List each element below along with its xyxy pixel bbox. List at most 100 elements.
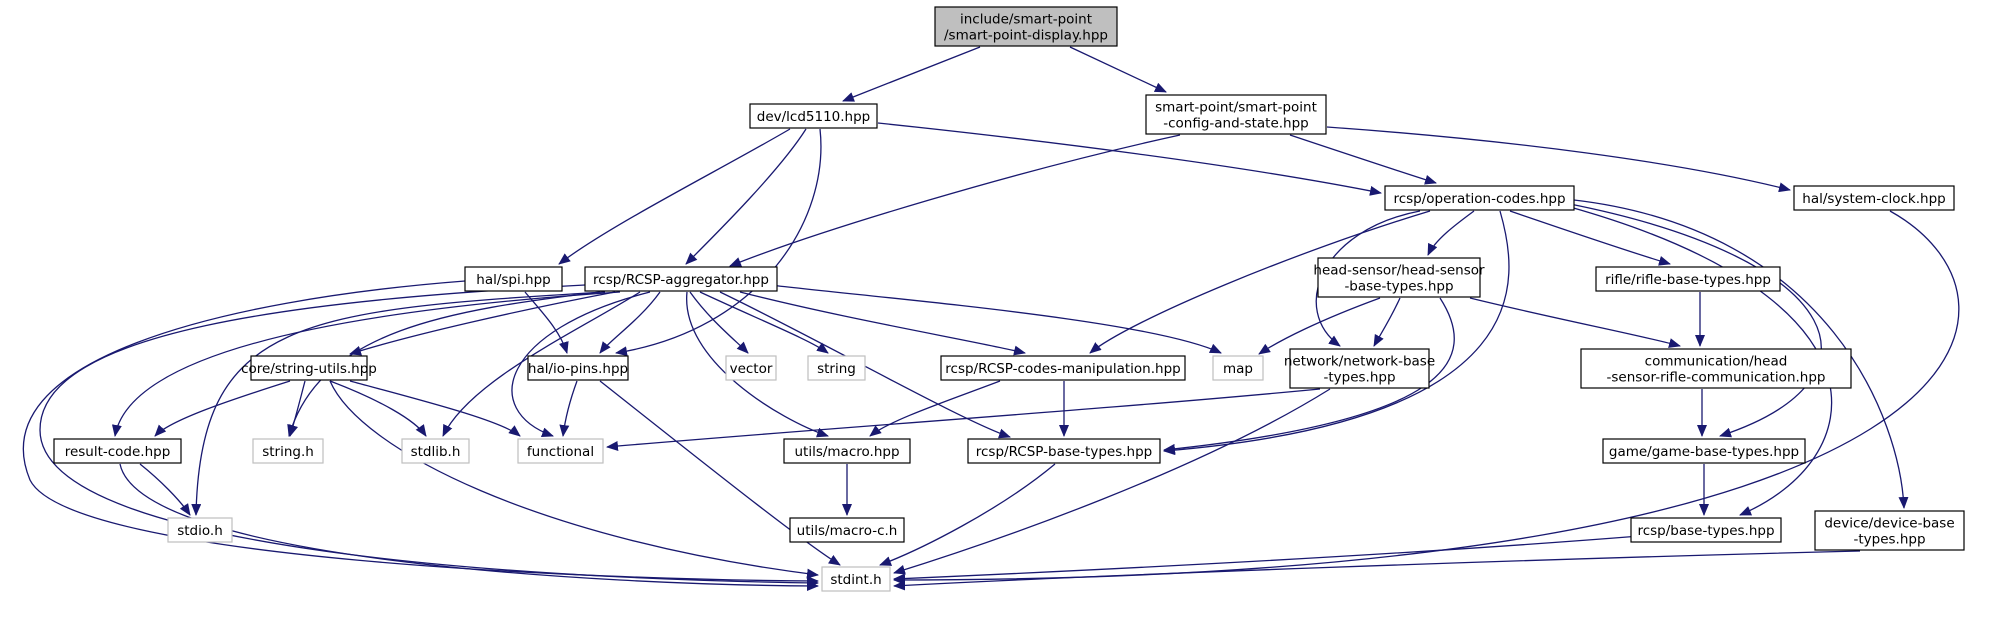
edge-agg-to-stdioh <box>191 291 606 516</box>
node-netbase[interactable]: network/network-base-types.hpp <box>1284 348 1435 389</box>
node-headsensor[interactable]: head-sensor/head-sensor-base-types.hpp <box>1313 257 1485 298</box>
node-devicebase[interactable]: device/device-base-types.hpp <box>1814 510 1965 551</box>
edge-lcd-to-agg <box>685 128 807 265</box>
node-spcfg[interactable]: smart-point/smart-point-config-and-state… <box>1145 94 1327 135</box>
node-box-stdioh <box>167 517 233 543</box>
node-label-iopins: hal/io-pins.hpp <box>528 361 628 377</box>
node-label-opcodes: rcsp/operation-codes.hpp <box>1393 191 1565 207</box>
edge-agg-to-resultcode <box>111 291 621 437</box>
node-box-lcd <box>749 103 878 129</box>
node-box-spi <box>464 266 563 292</box>
node-label-stdlibh: stdlib.h <box>411 444 461 460</box>
edge-headsensor-to-netbase <box>1373 297 1401 347</box>
node-sysclock[interactable]: hal/system-clock.hpp <box>1793 185 1955 211</box>
edge-sysclock-to-stdinth <box>893 210 1960 585</box>
node-box-vector <box>725 355 777 381</box>
node-label-netbase-2: -types.hpp <box>1323 370 1395 386</box>
node-label-macro: utils/macro.hpp <box>794 444 899 460</box>
node-stringh: string.h <box>252 438 324 464</box>
node-box-macro <box>783 438 911 464</box>
node-label-stdinth: stdint.h <box>830 572 881 588</box>
edge-netbase-to-functional <box>606 388 1321 452</box>
node-box-root <box>934 6 1118 47</box>
node-rcspbase[interactable]: rcsp/RCSP-base-types.hpp <box>967 438 1161 464</box>
node-label-strutils: core/string-utils.hpp <box>241 361 377 377</box>
node-box-netbase <box>1289 348 1430 389</box>
node-opcodes[interactable]: rcsp/operation-codes.hpp <box>1384 185 1575 211</box>
edge-opcodes-to-devicebase <box>1573 199 1909 509</box>
edge-spcfg-to-agg <box>729 134 1181 267</box>
edge-spcfg-to-opcodes <box>1289 134 1437 185</box>
file-nodes: include/smart-point/smart-point-display.… <box>53 6 1965 592</box>
node-box-map <box>1212 355 1264 381</box>
node-label-sysclock: hal/system-clock.hpp <box>1802 191 1945 207</box>
edge-root-to-lcd <box>842 46 981 102</box>
node-label-netbase-1: network/network-base <box>1284 354 1435 370</box>
edge-opcodes-to-headsensor <box>1427 210 1475 256</box>
node-agg[interactable]: rcsp/RCSP-aggregator.hpp <box>584 266 778 292</box>
dependency-edges <box>22 46 1960 591</box>
node-label-root-1: include/smart-point <box>960 12 1092 28</box>
node-resultcode[interactable]: result-code.hpp <box>53 438 182 464</box>
node-label-codesmanip: rcsp/RCSP-codes-manipulation.hpp <box>945 361 1180 377</box>
node-stdinth: stdint.h <box>821 566 891 592</box>
node-label-spi: hal/spi.hpp <box>476 272 550 288</box>
edge-devicebase-to-stdinth <box>893 550 1861 591</box>
node-label-string: string <box>817 361 856 377</box>
edge-agg-to-functional <box>511 291 651 438</box>
node-box-iopins <box>527 355 629 381</box>
edge-opcodes-to-codesmanip <box>1089 210 1431 354</box>
edge-opcodes-to-gamebase <box>1569 203 1822 438</box>
node-box-rifle <box>1595 266 1781 292</box>
edge-agg-to-stringh <box>287 291 601 437</box>
node-vector: vector <box>725 355 777 381</box>
node-root: include/smart-point/smart-point-display.… <box>934 6 1118 47</box>
node-box-devicebase <box>1814 510 1965 551</box>
edge-headsensor-to-comm <box>1469 297 1681 348</box>
edge-iopins-to-stdinth <box>599 380 841 566</box>
node-macroc[interactable]: utils/macro-c.h <box>789 517 905 543</box>
node-box-gamebase <box>1602 438 1806 464</box>
node-label-stdioh: stdio.h <box>177 523 223 539</box>
edge-opcodes-to-rifle <box>1509 210 1671 266</box>
node-basetypes[interactable]: rcsp/base-types.hpp <box>1630 517 1782 543</box>
edge-strutils-to-functional <box>349 380 521 437</box>
node-label-devicebase-1: device/device-base <box>1824 516 1954 532</box>
edge-agg-to-string <box>699 291 829 354</box>
edge-strutils-to-stdinth <box>329 380 819 579</box>
node-label-rcspbase: rcsp/RCSP-base-types.hpp <box>976 444 1152 460</box>
node-rifle[interactable]: rifle/rifle-base-types.hpp <box>1595 266 1781 292</box>
edge-rcspbase-to-stdinth <box>879 463 1056 566</box>
node-label-resultcode: result-code.hpp <box>65 444 171 460</box>
node-iopins[interactable]: hal/io-pins.hpp <box>527 355 629 381</box>
node-label-gamebase: game/game-base-types.hpp <box>1609 444 1799 460</box>
edge-agg-to-strutils <box>349 291 616 356</box>
node-codesmanip[interactable]: rcsp/RCSP-codes-manipulation.hpp <box>940 355 1186 381</box>
edge-opcodes-to-rcspbase <box>1163 210 1510 456</box>
edge-strutils-to-resultcode <box>154 380 291 437</box>
node-label-spcfg-1: smart-point/smart-point <box>1155 100 1317 116</box>
node-label-rifle: rifle/rifle-base-types.hpp <box>1605 272 1771 288</box>
node-strutils[interactable]: core/string-utils.hpp <box>241 355 377 381</box>
edge-resultcode-to-stdioh <box>139 463 191 516</box>
node-label-headsensor-1: head-sensor/head-sensor <box>1313 263 1485 279</box>
node-label-comm-2: -sensor-rifle-communication.hpp <box>1607 370 1826 386</box>
edge-basetypes-to-stdinth <box>893 535 1641 584</box>
node-box-basetypes <box>1630 517 1782 543</box>
node-label-devicebase-2: -types.hpp <box>1853 532 1925 548</box>
node-box-strutils <box>250 355 368 381</box>
node-functional: functional <box>517 438 604 464</box>
node-spi[interactable]: hal/spi.hpp <box>464 266 563 292</box>
node-box-resultcode <box>53 438 182 464</box>
node-box-codesmanip <box>940 355 1186 381</box>
node-macro[interactable]: utils/macro.hpp <box>783 438 911 464</box>
edge-agg-to-vector <box>689 291 749 354</box>
edge-agg-to-stdinth <box>39 284 819 588</box>
node-comm[interactable]: communication/head-sensor-rifle-communic… <box>1580 348 1852 389</box>
node-box-comm <box>1580 348 1852 389</box>
node-stdioh: stdio.h <box>167 517 233 543</box>
node-box-sysclock <box>1793 185 1955 211</box>
edge-agg-to-rcspbase <box>719 291 1011 439</box>
node-lcd[interactable]: dev/lcd5110.hpp <box>749 103 878 129</box>
node-gamebase[interactable]: game/game-base-types.hpp <box>1602 438 1806 464</box>
